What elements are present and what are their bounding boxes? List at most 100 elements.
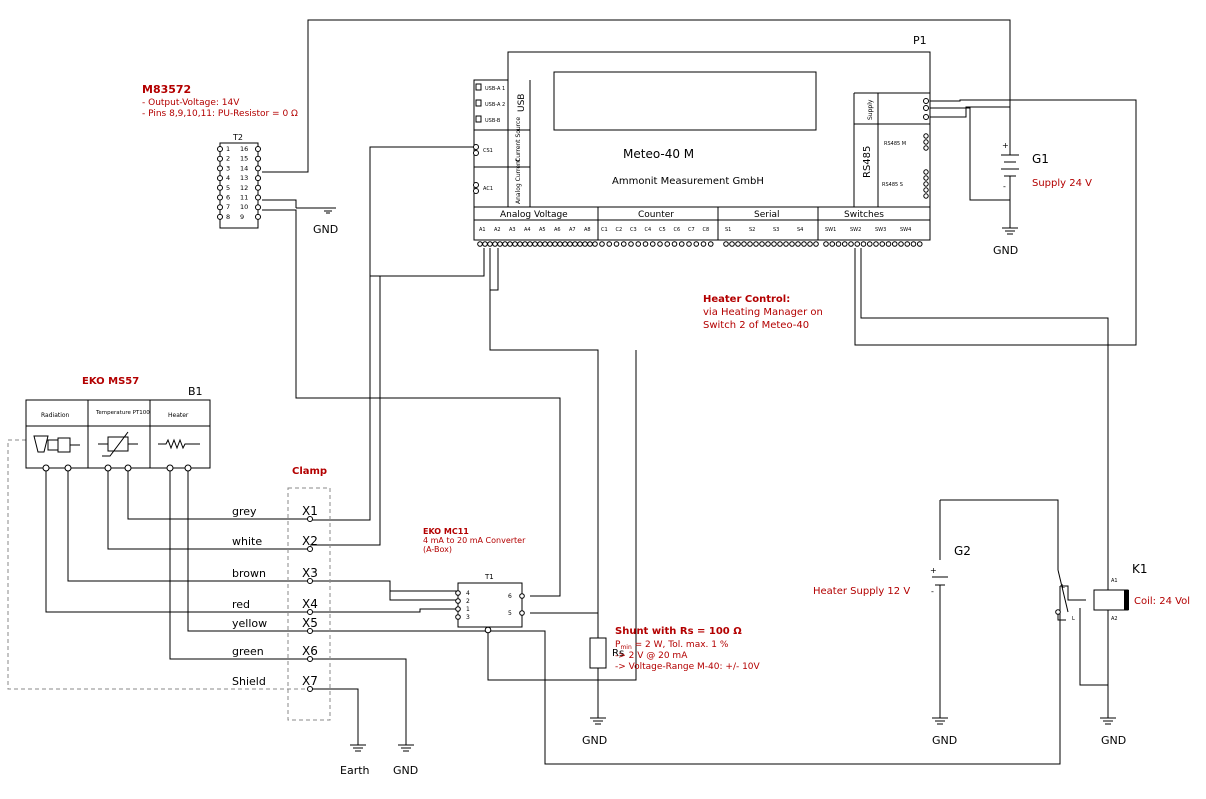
usb-port-a2: USB-A 2 <box>485 102 505 108</box>
terminal-a4-1 <box>522 241 528 247</box>
clamp-terminal-x2: X2 <box>302 534 318 548</box>
terminal-c7-1 <box>686 241 692 247</box>
ground-icon <box>1100 717 1116 725</box>
section-temperature: Temperature PT100 <box>95 410 150 416</box>
heater-icon <box>158 438 200 450</box>
gnd-label-k1: GND <box>1101 734 1126 747</box>
earth-icon <box>350 744 366 752</box>
svg-text:A2: A2 <box>1111 616 1118 622</box>
terminal-sw3-4 <box>891 241 898 247</box>
terminal-sw3-3 <box>885 241 892 247</box>
terminal-c3-2 <box>635 241 642 247</box>
g2-ref: G2 <box>954 544 971 558</box>
terminal-a6-3 <box>562 241 568 247</box>
t2-pin-left-8: 8 <box>226 213 230 221</box>
channel-terminals <box>477 241 923 247</box>
g1-supply: + - G1 Supply 24 V <box>996 118 1092 200</box>
clamp-contact-2 <box>307 546 313 552</box>
svg-text:L: L <box>1072 616 1075 622</box>
channel-label-a2: A2 <box>494 227 501 233</box>
t2-terminal-left-2 <box>217 155 223 162</box>
svg-text:4: 4 <box>466 590 470 597</box>
gnd-label-clamp: GND <box>393 764 418 777</box>
rs485-m-label: RS485 M <box>884 141 906 147</box>
terminal-c5-1 <box>657 241 663 247</box>
usb-title: USB <box>517 94 527 112</box>
group-switches: Switches <box>844 210 884 220</box>
earth-label: Earth <box>340 764 370 777</box>
t2-ref: T2 <box>232 133 243 142</box>
t2-pin-right-9: 9 <box>240 213 244 221</box>
svg-text:L: L <box>1062 584 1065 590</box>
t2-pin-left-2: 2 <box>226 155 230 163</box>
current-source-label: Current Source <box>515 117 522 162</box>
t2-terminal-left-1 <box>217 146 223 152</box>
heater-control-title: Heater Control: <box>703 294 790 305</box>
shunt-line2: -> 2 V @ 20 mA <box>615 651 688 661</box>
t2-terminal-right-11 <box>255 194 261 201</box>
group-analog-voltage: Analog Voltage <box>500 210 568 220</box>
terminal-sw3-2 <box>879 241 886 247</box>
svg-text:5: 5 <box>508 610 512 617</box>
terminal-a4-3 <box>532 241 538 247</box>
terminal-c4-2 <box>649 241 656 247</box>
terminal-sw4-1 <box>898 241 904 247</box>
gnd-label-t2: GND <box>313 223 338 236</box>
terminal-a5-2 <box>542 241 548 247</box>
terminal-s3-1 <box>771 241 777 247</box>
shunt-title: Shunt with Rs = 100 Ω <box>615 626 742 637</box>
logger-ref: P1 <box>913 34 927 47</box>
channel-label-sw2: SW2 <box>850 227 861 233</box>
terminal-s1-2 <box>729 241 735 247</box>
terminal-s1-3 <box>735 241 741 247</box>
t2-pin-left-3: 3 <box>226 164 230 172</box>
terminal-s2-4 <box>765 241 771 247</box>
terminal-c8-1 <box>700 241 707 247</box>
channel-label-sw3: SW3 <box>875 227 886 233</box>
channel-label-s4: S4 <box>797 227 803 233</box>
t2-terminal-right-14 <box>255 165 261 172</box>
terminal-s4-1 <box>795 241 801 247</box>
gnd-label-g1: GND <box>993 244 1018 257</box>
usb-port-a1: USB-A 1 <box>485 86 505 92</box>
clamp-contact-6 <box>307 656 313 662</box>
sensor-title: EKO MS57 <box>82 376 139 387</box>
t2-title: M83572 <box>142 83 191 96</box>
terminal-c7-2 <box>693 241 700 247</box>
terminal-a1-3 <box>487 241 493 247</box>
svg-text:A1: A1 <box>1111 578 1118 584</box>
t2-pin-right-14: 14 <box>240 164 248 172</box>
t2-pin-left-5: 5 <box>226 184 230 192</box>
group-counter: Counter <box>638 210 674 220</box>
terminal-c1-1 <box>599 241 605 247</box>
terminal-sw2-4 <box>866 241 873 247</box>
logger-display <box>553 71 817 131</box>
terminal-c6-1 <box>671 241 678 247</box>
g1-ref: G1 <box>1032 152 1049 166</box>
t2-terminal-left-3 <box>217 165 223 172</box>
clamp-contact-3 <box>307 578 313 584</box>
clamp-terminal-x3: X3 <box>302 566 318 580</box>
wire-label-brown: brown <box>232 567 266 580</box>
terminal-a3-3 <box>517 241 523 247</box>
ground-symbols: GND GND GND GND GND Earth GND <box>262 199 1126 777</box>
k1-ref: K1 <box>1132 562 1148 576</box>
converter-t1: EKO MC11 4 mA to 20 mA Converter (A-Box)… <box>423 527 526 634</box>
t2-terminal-right-13 <box>255 175 261 182</box>
k1-relay: A1 A2 L L K1 Coil: 24 Vol <box>1055 562 1190 622</box>
t2-pin-right-16: 16 <box>240 145 248 153</box>
clamp-contact-7 <box>307 686 313 692</box>
channel-label-c7: C7 <box>688 227 695 233</box>
terminal-s1-4 <box>741 241 747 247</box>
logger-name: Meteo-40 M <box>623 147 694 161</box>
terminal-s1-1 <box>723 241 729 247</box>
t2-pin-right-15: 15 <box>240 155 248 163</box>
terminal-a3-1 <box>507 241 513 247</box>
svg-text:3: 3 <box>466 614 470 621</box>
gnd-label-g2: GND <box>932 734 957 747</box>
t2-terminal-right-16 <box>255 146 261 152</box>
terminal-a2-2 <box>497 241 503 247</box>
terminal-a8-2 <box>587 241 593 247</box>
